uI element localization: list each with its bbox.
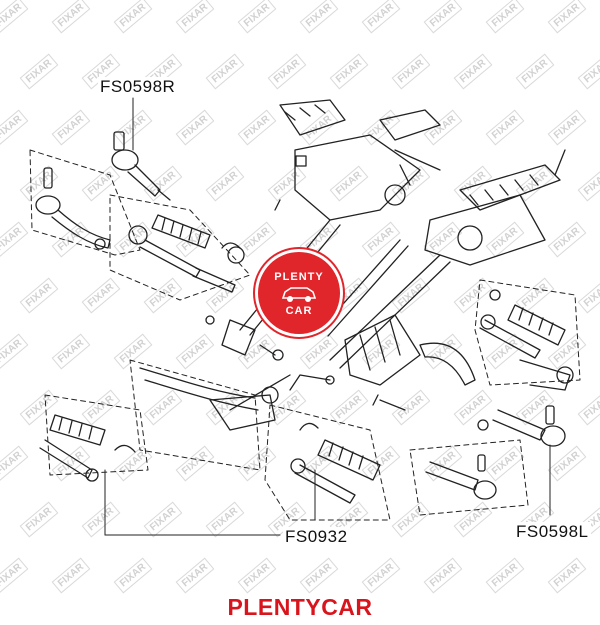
tie-rod-end-upper-left [111,131,171,201]
part-label-fs0598r: FS0598R [98,77,178,97]
shift-boot-center [289,314,476,411]
steering-column-upper [205,99,441,361]
tie-rod-end-left [35,167,111,250]
group-box-left-lower [44,394,149,476]
steering-boot-right [479,289,574,391]
group-box-boot-left [109,194,251,301]
group-box-rack [129,359,261,471]
plentycar-logo: PLENTY CAR [258,252,340,334]
group-box-center [264,404,391,521]
steering-boot-center-lower [290,422,381,504]
logo-top-text: PLENTY [274,271,324,283]
leader-lines [104,97,551,536]
part-label-fs0932: FS0932 [283,527,350,547]
steering-column-right [319,149,566,369]
car-icon [281,287,317,302]
group-box-left-tie-rod [29,149,141,256]
steering-rack [139,367,291,431]
steering-boot-left-lower [39,414,136,482]
steering-boot-left [128,214,245,293]
group-box-right-tie-rod [409,439,529,516]
group-box-right-boot [474,279,581,386]
footer-brand: PLENTYCAR [227,594,373,620]
part-label-fs0598l: FS0598L [514,522,591,542]
logo-bottom-text: CAR [285,305,313,317]
tie-rod-end-right [425,405,566,500]
